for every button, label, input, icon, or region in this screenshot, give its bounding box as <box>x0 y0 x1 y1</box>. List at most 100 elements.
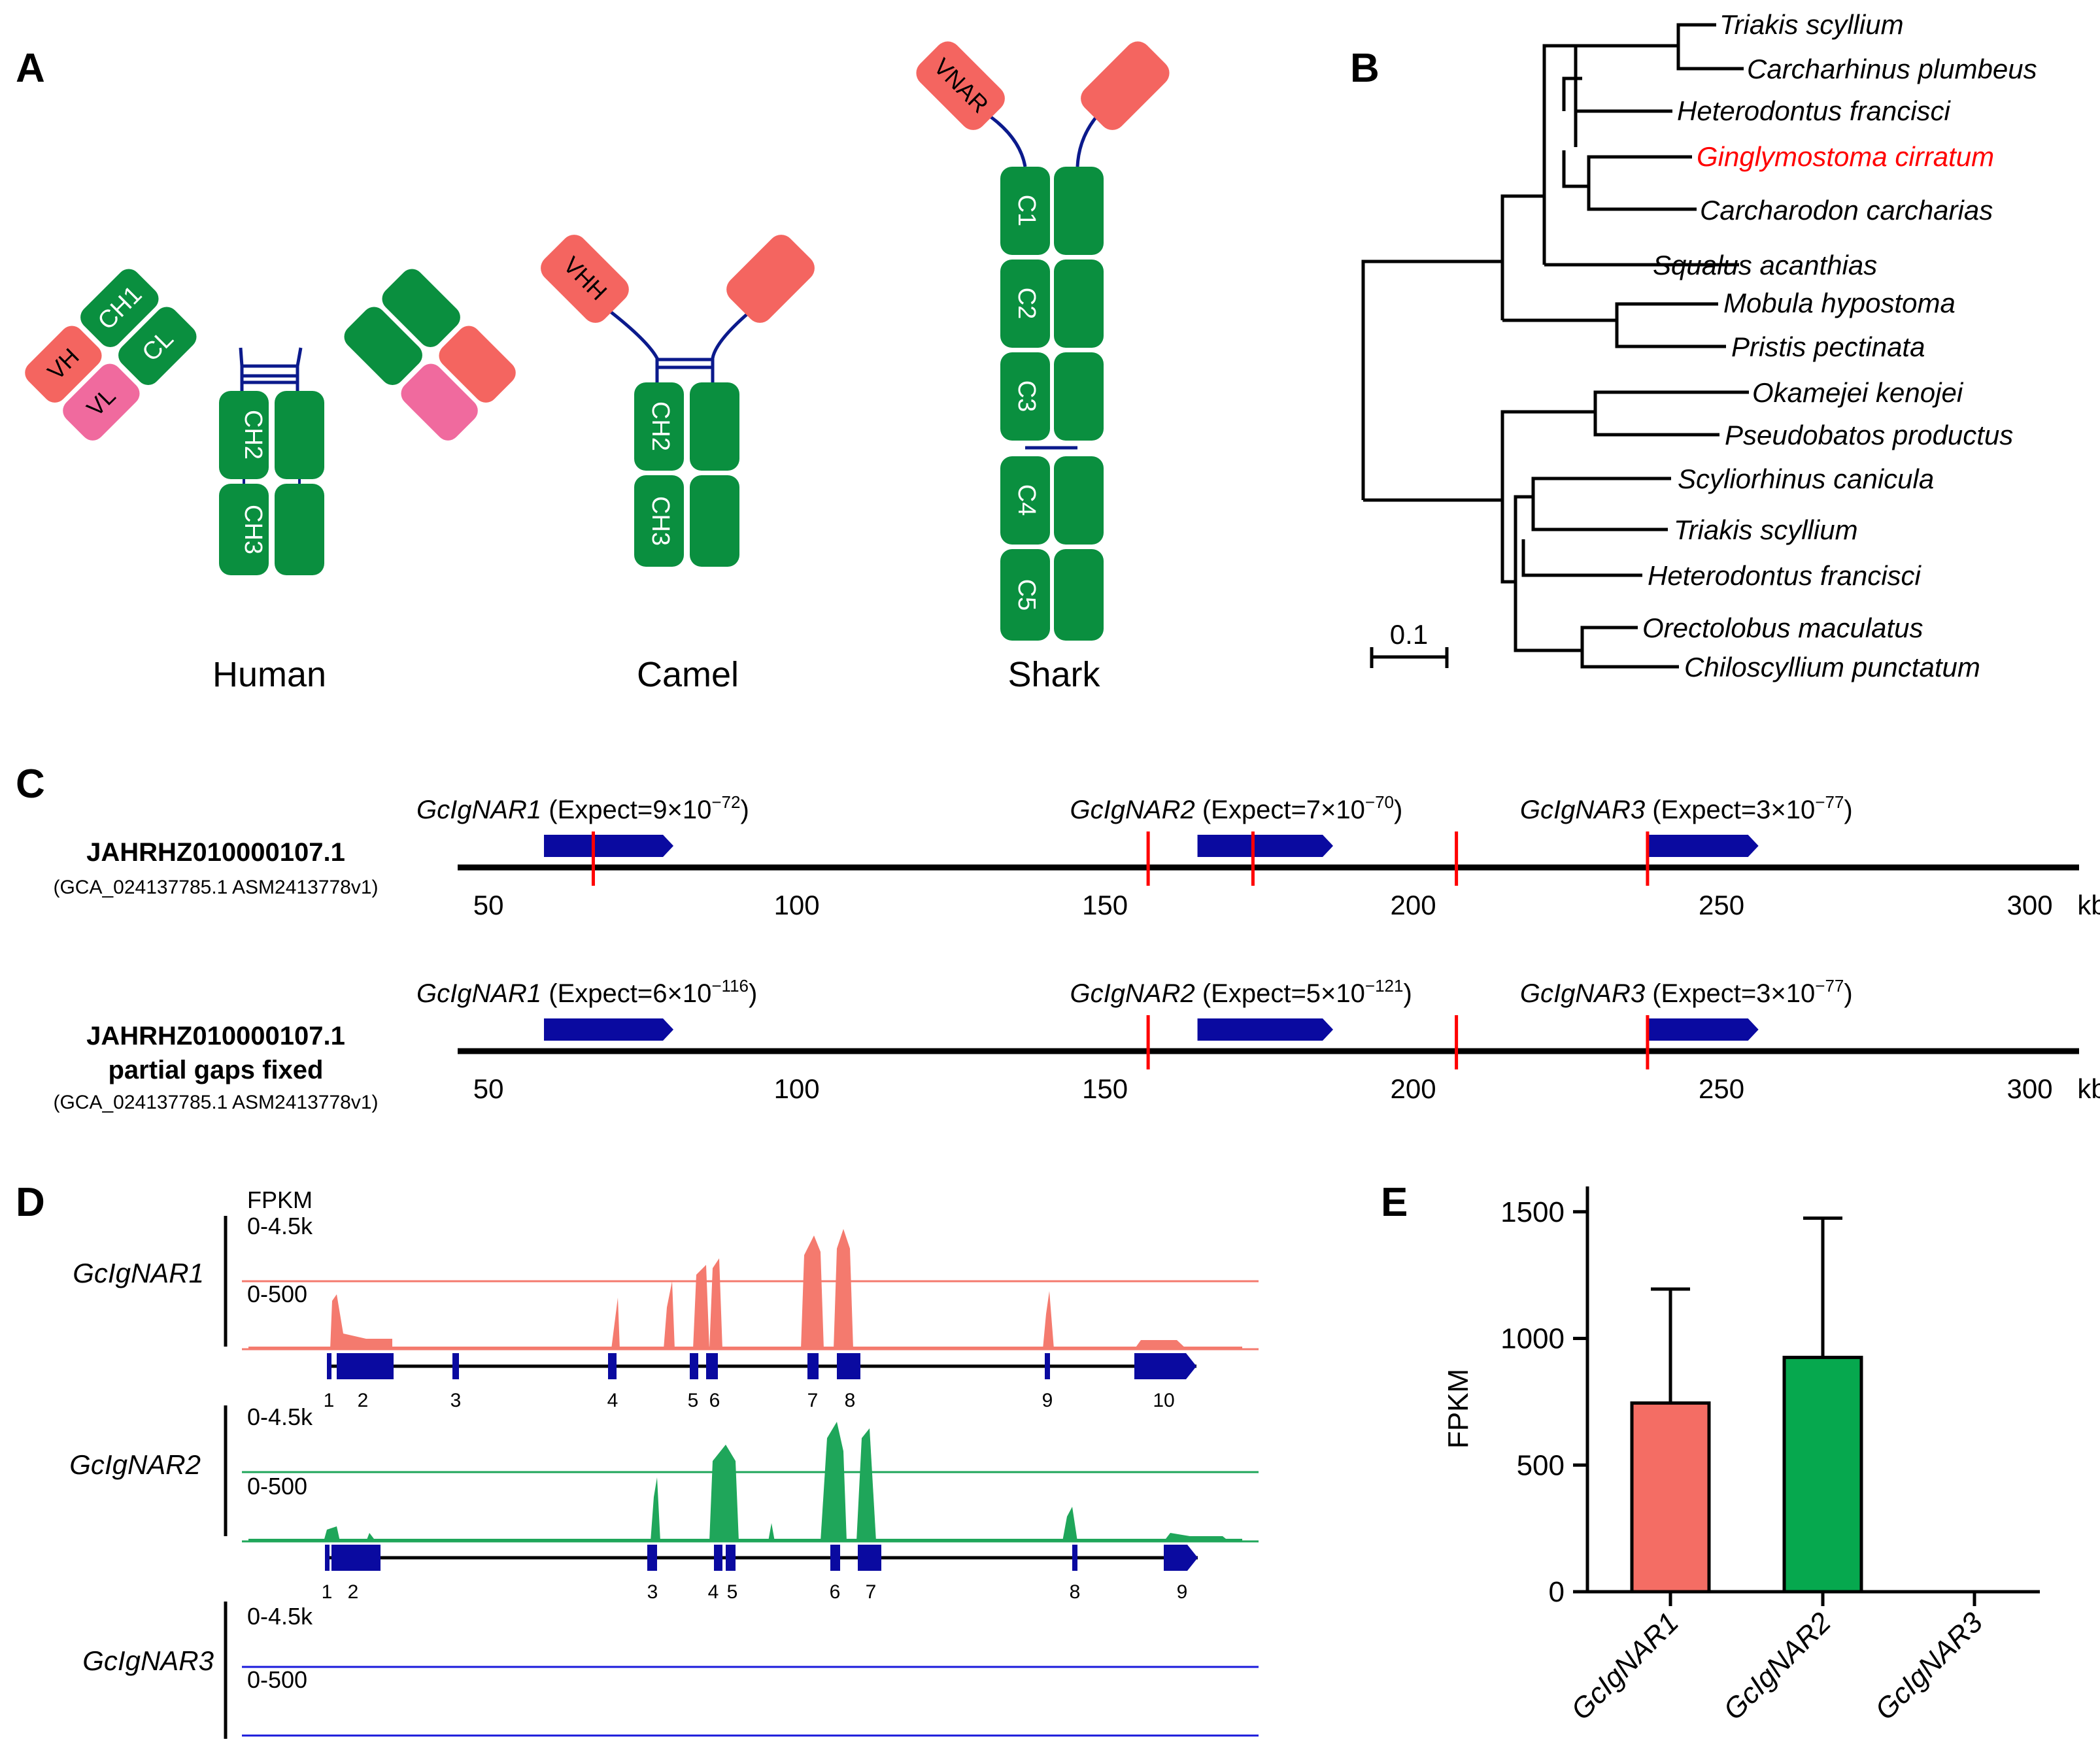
camel-ch2-right <box>690 382 739 471</box>
fpkm-unit-label: FPKM <box>247 1186 313 1213</box>
camel-vhh-right <box>726 235 815 323</box>
human-fab-left: CL CH1 VL VH <box>25 269 197 441</box>
shark-constant-left <box>1000 167 1050 641</box>
shark-c1-label: C1 <box>1013 195 1040 227</box>
leaf-ginglymostoma: Ginglymostoma cirratum <box>1697 141 1994 172</box>
leaf-carcharodon: Carcharodon carcharias <box>1700 195 1993 226</box>
kb-tick-label: 150 <box>1082 890 1128 920</box>
kb-tick-label: 100 <box>774 1073 820 1104</box>
kb-tick-label: 100 <box>774 890 820 920</box>
exon-block <box>837 1353 860 1379</box>
exon-block <box>452 1353 459 1379</box>
panel-b-labels: Triakis scyllium Carcharhinus plumbeus H… <box>1390 9 2037 682</box>
gene-arrow <box>1197 835 1334 857</box>
gene-label: GcIgNAR2 (Expect=5×10−121) <box>1070 976 1412 1008</box>
y-tick-label: 500 <box>1517 1449 1565 1481</box>
exon-number: 7 <box>866 1581 877 1603</box>
exon-block <box>327 1353 331 1379</box>
exon-number: 9 <box>1177 1581 1188 1603</box>
kb-tick-label: 250 <box>1699 1073 1744 1104</box>
track-subtitle: (GCA_024137785.1 ASM2413778v1) <box>53 1092 378 1113</box>
panel-c-genome-tracks: JAHRHZ010000107.1 (GCA_024137785.1 ASM241… <box>53 792 2100 1113</box>
human-ch1 <box>80 269 159 347</box>
kb-tick-label: 300 <box>2007 890 2053 920</box>
x-tick-label: GcIgNAR3 <box>1869 1606 1990 1726</box>
species-camel: Camel <box>637 655 739 694</box>
exon-number: 6 <box>830 1581 841 1603</box>
human-ch3-label: CH3 <box>239 505 267 554</box>
range-low-3: 0-500 <box>247 1666 307 1693</box>
gene-label: GcIgNAR1 (Expect=9×10−72) <box>416 792 749 824</box>
exon-block <box>608 1353 617 1379</box>
panel-a-antibodies: CH2 CH3 CL CH1 VL VH Human <box>25 41 1170 694</box>
gene-label: GcIgNAR3 (Expect=3×10−77) <box>1520 976 1853 1008</box>
y-tick-label: 0 <box>1549 1576 1565 1608</box>
panel-label-c: C <box>16 762 45 807</box>
kb-unit-label: kb <box>2077 1073 2100 1104</box>
leaf-triakis-1: Triakis scyllium <box>1719 9 1904 40</box>
shark-antibody: C1 C2 C3 C4 C5 VNAR Shark <box>916 41 1170 694</box>
gene-arrow <box>544 1018 674 1041</box>
panel-label-e: E <box>1381 1180 1408 1225</box>
exon-number: 9 <box>1042 1390 1053 1411</box>
shark-c3-label: C3 <box>1013 380 1040 412</box>
camel-ch2-label: CH2 <box>647 401 674 451</box>
exon-number: 2 <box>358 1390 369 1411</box>
exon-block <box>331 1545 381 1571</box>
exon-block <box>1134 1353 1196 1379</box>
exon-number: 4 <box>607 1390 618 1411</box>
human-fab-right <box>344 269 516 441</box>
leaf-heterodontus-1: Heterodontus francisci <box>1677 95 1952 126</box>
gene-arrow <box>1197 1018 1334 1041</box>
exon-number: 8 <box>1070 1581 1081 1603</box>
exon-block <box>325 1545 330 1571</box>
exon-block <box>807 1353 819 1379</box>
human-ch2-label: CH2 <box>239 410 267 460</box>
track-title-2: partial gaps fixed <box>109 1056 324 1084</box>
kb-tick-label: 200 <box>1391 1073 1436 1104</box>
track-name-gcignar2: GcIgNAR2 <box>69 1449 201 1480</box>
shark-c4-label: C4 <box>1013 484 1040 516</box>
exon-number: 6 <box>709 1390 720 1411</box>
leaf-squalus: Squalus acanthias <box>1653 250 1877 280</box>
exon-block <box>726 1545 736 1571</box>
track-name-gcignar3: GcIgNAR3 <box>82 1645 214 1676</box>
track-title: JAHRHZ010000107.1 <box>86 1022 345 1050</box>
exon-number: 2 <box>348 1581 359 1603</box>
shark-c5-label: C5 <box>1013 579 1040 611</box>
human-ch3-right <box>275 484 324 575</box>
species-human: Human <box>212 655 326 694</box>
range-low-1: 0-500 <box>247 1281 307 1307</box>
coverage-gcignar2 <box>248 1422 1242 1541</box>
range-high-3: 0-4.5k <box>247 1603 313 1630</box>
exon-number: 8 <box>845 1390 856 1411</box>
exon-number: 3 <box>450 1390 462 1411</box>
track-name-gcignar1: GcIgNAR1 <box>73 1258 204 1288</box>
human-ch3-left <box>219 484 269 575</box>
range-low-2: 0-500 <box>247 1473 307 1500</box>
camel-vhh-left: VHH <box>541 235 629 323</box>
exon-number: 5 <box>727 1581 738 1603</box>
camel-ch3-label: CH3 <box>647 496 674 546</box>
panel-b-tree <box>1361 23 1749 669</box>
human-vl <box>63 363 140 441</box>
gene-label: GcIgNAR3 (Expect=3×10−77) <box>1520 792 1853 824</box>
gene-arrow <box>1647 1018 1759 1041</box>
y-tick-label: 1500 <box>1500 1196 1565 1228</box>
exon-number: 7 <box>807 1390 819 1411</box>
camel-ch3-right <box>690 475 739 567</box>
gene-label: GcIgNAR1 (Expect=6×10−116) <box>416 976 757 1008</box>
panel-label-d: D <box>16 1180 45 1225</box>
range-high-2: 0-4.5k <box>247 1403 313 1430</box>
human-ch2-left <box>219 391 269 479</box>
bar-gcignar1 <box>1630 1401 1711 1594</box>
camel-ch3-left <box>634 475 684 567</box>
exon-number: 3 <box>647 1581 658 1603</box>
exon-block <box>1072 1545 1077 1571</box>
camel-antibody: CH2 CH3 VHH Camel <box>541 235 815 694</box>
exon-number: 1 <box>324 1390 335 1411</box>
